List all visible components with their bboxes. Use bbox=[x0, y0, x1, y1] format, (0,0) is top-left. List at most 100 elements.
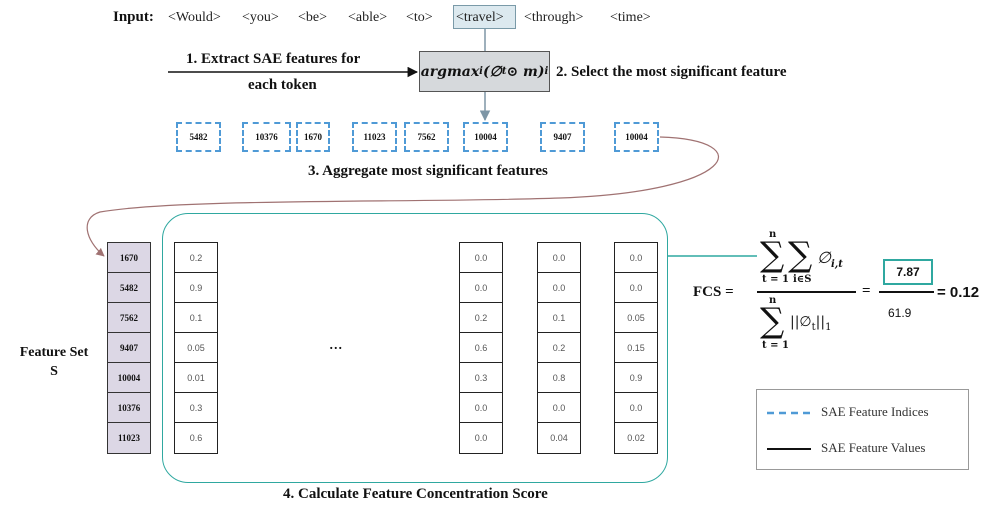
equals-sign: = bbox=[862, 283, 871, 299]
argmax-sub-end: i bbox=[544, 66, 549, 77]
legend-values-label: SAE Feature Values bbox=[821, 440, 926, 455]
value-cell: 0.05 bbox=[175, 333, 217, 363]
token-feature-box: 7562 bbox=[404, 122, 449, 152]
token-feature-box: 11023 bbox=[352, 122, 397, 152]
solid-legend-line bbox=[767, 448, 811, 450]
value-cell: 0.05 bbox=[615, 303, 657, 333]
feature-set-cell: 10376 bbox=[108, 393, 150, 423]
value-cell: 0.04 bbox=[550, 433, 568, 443]
token: <able> bbox=[348, 10, 388, 25]
token-highlighted: <travel> bbox=[456, 10, 504, 25]
token-feature-box: 1670 bbox=[296, 122, 330, 152]
sum-lower-t: t = 1 bbox=[762, 274, 789, 285]
value-cell: 0.0 bbox=[460, 243, 502, 273]
value-cell: 0.3 bbox=[175, 393, 217, 423]
token-feature-box: 10376 bbox=[242, 122, 291, 152]
value-cell: 0.1 bbox=[175, 303, 217, 333]
highlighted-token-box bbox=[453, 5, 516, 29]
value-cell: 0.0 bbox=[460, 273, 502, 303]
token: <be> bbox=[298, 10, 328, 25]
fraction-line bbox=[757, 291, 856, 293]
token: <Would> bbox=[168, 10, 221, 25]
value-cell: 0.3 bbox=[460, 363, 502, 393]
ellipsis: ... bbox=[329, 333, 343, 353]
value-cell: 0.02 bbox=[627, 433, 645, 443]
value-cell: 0.0 bbox=[615, 243, 657, 273]
value-cell: 0.0 bbox=[615, 273, 657, 303]
norm-close: || bbox=[815, 314, 826, 330]
token: <time> bbox=[610, 10, 651, 25]
value-column: 0.0 0.0 0.2 0.6 0.3 0.0 0.0 bbox=[459, 242, 503, 454]
step1-label-line2: each token bbox=[248, 77, 317, 93]
argmax-sub-t: t bbox=[501, 66, 507, 77]
value-column: 0.0 0.0 0.05 0.15 0.9 0.0 0.02 bbox=[614, 242, 658, 454]
sum-lower-s: i∈S bbox=[793, 274, 812, 285]
fcs-result: = 0.12 bbox=[937, 284, 980, 301]
value-cell: 0.0 bbox=[538, 243, 580, 273]
sum-symbol: ∑ bbox=[760, 235, 785, 275]
feature-set-cell: 5482 bbox=[108, 273, 150, 303]
dashed-legend-line bbox=[767, 411, 811, 415]
argmax-sub: i bbox=[479, 66, 483, 77]
feature-set-symbol: S bbox=[50, 364, 58, 379]
value-cell: 0.2 bbox=[175, 243, 217, 273]
norm-sub: t bbox=[811, 321, 816, 333]
value-cell: 0.0 bbox=[615, 393, 657, 423]
value-cell: 0.2 bbox=[460, 303, 502, 333]
denominator-term: ||∅t||1 bbox=[790, 314, 831, 333]
feature-set-title: Feature Set bbox=[19, 345, 89, 360]
step3-label: 3. Aggregate most significant features bbox=[308, 163, 548, 179]
phi-sub: i,t bbox=[830, 259, 843, 271]
input-label: Input: bbox=[113, 9, 154, 25]
argmax-body: (∅ bbox=[482, 63, 502, 80]
token: <through> bbox=[524, 10, 584, 25]
argmax-rest: ⊙ m) bbox=[506, 63, 545, 80]
value-column: 0.2 0.9 0.1 0.05 0.01 0.3 0.6 bbox=[174, 242, 218, 454]
value-cell: 0.9 bbox=[175, 273, 217, 303]
token-feature-box: 10004 bbox=[614, 122, 659, 152]
value-cell: 0.6 bbox=[460, 333, 502, 363]
denominator-value: 61.9 bbox=[888, 306, 912, 320]
step1-label-line1: 1. Extract SAE features for bbox=[186, 51, 361, 67]
token-feature-box: 9407 bbox=[540, 122, 585, 152]
value-cell: 0.0 bbox=[538, 393, 580, 423]
value-cell: 0.0 bbox=[538, 273, 580, 303]
value-cell: 0.8 bbox=[538, 363, 580, 393]
value-column: 0.0 0.0 0.1 0.2 0.8 0.0 0.04 bbox=[537, 242, 581, 454]
value-cell: 0.2 bbox=[538, 333, 580, 363]
value-cell: 0.0 bbox=[474, 433, 488, 443]
sum-symbol: ∑ bbox=[760, 301, 785, 341]
feature-set-table: 1670 5482 7562 9407 10004 10376 11023 bbox=[107, 242, 151, 454]
sum-symbol: ∑ bbox=[788, 235, 813, 275]
token: <you> bbox=[242, 10, 279, 25]
token-feature-box: 5482 bbox=[176, 122, 221, 152]
aggregate-curve bbox=[86, 136, 719, 257]
legend: SAE Feature Indices SAE Feature Values bbox=[756, 389, 969, 470]
feature-set-cell: 1670 bbox=[108, 243, 150, 273]
feature-set-cell: 10004 bbox=[108, 363, 150, 393]
step4-label: 4. Calculate Feature Concentration Score bbox=[283, 486, 548, 502]
token-feature-box: 10004 bbox=[463, 122, 508, 152]
phi-symbol: ∅ bbox=[817, 248, 831, 267]
legend-indices-label: SAE Feature Indices bbox=[821, 404, 929, 419]
feature-set-label: Feature Set S bbox=[4, 343, 104, 381]
argmax-text: argmax bbox=[420, 63, 480, 80]
value-cell: 0.9 bbox=[615, 363, 657, 393]
feature-set-cell: 7562 bbox=[108, 303, 150, 333]
den-upper-n: n bbox=[769, 295, 777, 306]
den-lower-t: t = 1 bbox=[762, 340, 789, 351]
feature-values-container bbox=[162, 213, 668, 483]
feature-set-cell: 11023 bbox=[108, 423, 150, 453]
value-cell: 0.01 bbox=[175, 363, 217, 393]
sum-upper-n: n bbox=[769, 229, 777, 240]
value-cell: 0.15 bbox=[615, 333, 657, 363]
result-fraction-line bbox=[879, 291, 934, 293]
fcs-label: FCS = bbox=[693, 284, 734, 300]
token: <to> bbox=[406, 10, 433, 25]
numerator-value-box: 7.87 bbox=[883, 259, 933, 285]
value-cell: 0.1 bbox=[538, 303, 580, 333]
feature-set-cell: 9407 bbox=[108, 333, 150, 363]
